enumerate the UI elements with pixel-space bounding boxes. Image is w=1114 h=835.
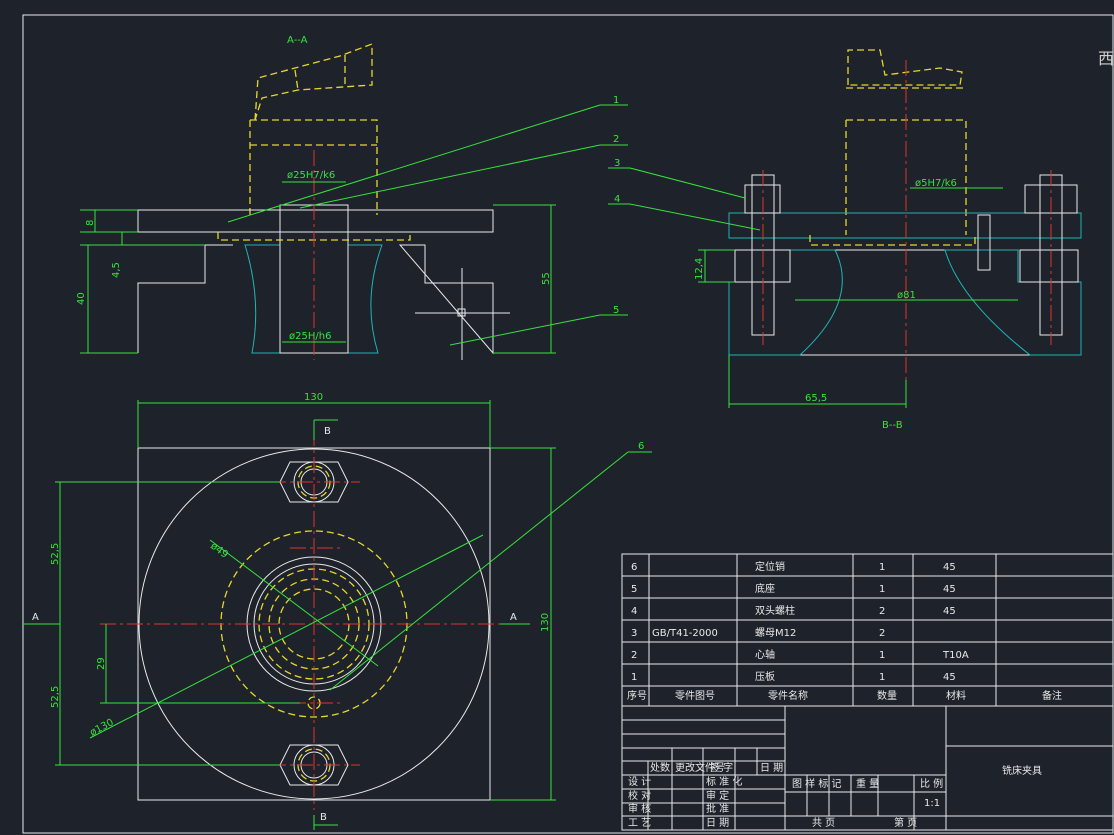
marker-b-bottom: B xyxy=(320,812,327,823)
balloon-4: 4 xyxy=(614,194,620,205)
role-2: 审 核 xyxy=(628,802,651,815)
hdr-code: 零件图号 xyxy=(675,690,715,702)
sheets-total: 共 页 xyxy=(812,817,835,829)
parts-cell-no: 2 xyxy=(631,650,637,661)
parts-cell-qty: 1 xyxy=(879,562,885,573)
dim-29: 29 xyxy=(96,657,107,670)
parts-cell-qty: 1 xyxy=(879,650,885,661)
marker-a-left: A xyxy=(32,612,39,623)
balloon-2: 2 xyxy=(613,134,619,145)
dim-bore-bottom: ø25H/h6 xyxy=(289,331,331,342)
dim-52-5-top: 52,5 xyxy=(50,543,61,565)
marker-b-top: B xyxy=(324,426,331,437)
section-a-view: A--A ø25H7/k6 ø25H/h6 8 4,5 40 xyxy=(76,35,628,360)
dim-65-5: 65,5 xyxy=(805,393,827,404)
parts-cell-material: 45 xyxy=(943,562,956,573)
parts-cell-no: 3 xyxy=(631,628,637,639)
parts-cell-name: 双头螺柱 xyxy=(755,604,795,617)
parts-cell-name: 心轴 xyxy=(755,648,775,661)
dim-40: 40 xyxy=(76,292,87,305)
scale-value: 1:1 xyxy=(924,798,940,809)
parts-cell-name: 压板 xyxy=(755,670,775,683)
rev-hdr-3: 日 期 xyxy=(760,762,783,774)
hdr-note: 备注 xyxy=(1042,689,1062,702)
role-0: 设 计 xyxy=(628,775,651,788)
scale-label: 比 例 xyxy=(920,777,943,790)
section-a-title: A--A xyxy=(287,35,308,46)
parts-cell-qty: 1 xyxy=(879,584,885,595)
hdr-name: 零件名称 xyxy=(768,689,808,702)
rev-hdr-1: 更改文件号 xyxy=(675,761,725,774)
dim-8: 8 xyxy=(85,220,96,226)
balloon-1: 1 xyxy=(613,95,619,106)
dim-4-5: 4,5 xyxy=(111,262,122,278)
dim-12-4: 12,4 xyxy=(694,258,705,280)
sheet-no: 第 页 xyxy=(894,816,917,829)
role-right-1: 审 定 xyxy=(706,789,729,802)
section-b-view: B--B ø5H7/k6 12,4 ø81 65,5 3 4 xyxy=(608,49,1082,431)
marker-a-right: A xyxy=(510,612,517,623)
role-right-0: 标 准 化 xyxy=(706,775,742,788)
parts-cell-name: 定位销 xyxy=(755,560,785,573)
role-right-3: 日 期 xyxy=(706,817,729,829)
hdr-no: 序号 xyxy=(627,689,647,702)
hatch-left xyxy=(244,244,281,354)
dim-49: ø49 xyxy=(208,541,230,561)
plan-view: A A B B 130 130 52,5 52,5 29 ø49 ø130 6 xyxy=(23,392,652,830)
dim-52-5-bottom: 52,5 xyxy=(50,686,61,708)
parts-cell-material: 45 xyxy=(943,584,956,595)
parts-cell-code: GB/T41-2000 xyxy=(652,628,718,639)
hatch-right xyxy=(347,244,383,354)
title-block: 处数 更改文件号 签 字 日 期 设 计 校 对 审 核 工 艺 标 准 化 审… xyxy=(621,705,1114,831)
role-right-2: 批 准 xyxy=(706,802,729,815)
dim-81: ø81 xyxy=(897,290,916,301)
rev-hdr-0: 处数 xyxy=(650,761,670,774)
dim-width-130: 130 xyxy=(304,392,323,403)
parts-cell-no: 5 xyxy=(631,584,637,595)
balloon-6: 6 xyxy=(638,441,644,452)
parts-cell-no: 1 xyxy=(631,672,637,683)
parts-cell-qty: 2 xyxy=(879,606,885,617)
rev-hdr-2: 签 字 xyxy=(710,761,733,774)
dim-55: 55 xyxy=(541,272,552,285)
parts-cell-name: 底座 xyxy=(755,582,775,595)
dim-height-130: 130 xyxy=(540,613,551,632)
role-1: 校 对 xyxy=(628,789,651,802)
parts-cell-no: 4 xyxy=(631,606,637,617)
drawing-border xyxy=(22,14,1114,834)
role-3: 工 艺 xyxy=(628,817,651,829)
hdr-material: 材料 xyxy=(946,689,966,702)
parts-cell-material: T10A xyxy=(942,650,969,661)
parts-cell-qty: 2 xyxy=(879,628,885,639)
parts-cell-name: 螺母M12 xyxy=(755,627,796,639)
parts-cell-material: 45 xyxy=(943,672,956,683)
drawing-name: 铣床夹具 xyxy=(1002,764,1042,777)
section-b-title: B--B xyxy=(882,420,903,431)
corner-glyph: 西 xyxy=(1098,49,1114,68)
weight-label: 重 量 xyxy=(856,777,879,790)
parts-cell-no: 6 xyxy=(631,562,637,573)
balloon-3: 3 xyxy=(614,158,620,169)
dim-bore-top: ø25H7/k6 xyxy=(287,170,335,181)
dim-130-circle: ø130 xyxy=(88,717,115,739)
balloon-5: 5 xyxy=(613,305,619,316)
parts-cell-qty: 1 xyxy=(879,672,885,683)
parts-cell-material: 45 xyxy=(943,606,956,617)
dim-pin-fit: ø5H7/k6 xyxy=(915,178,957,189)
parts-table: 6 定位销 1 45 5 底座 1 45 4 双头螺柱 2 45 3 GB/T41-2000 螺母M12 2 2… xyxy=(621,553,1114,707)
stage-label: 图 样 标 记 xyxy=(792,777,842,790)
hdr-qty: 数量 xyxy=(877,689,897,702)
